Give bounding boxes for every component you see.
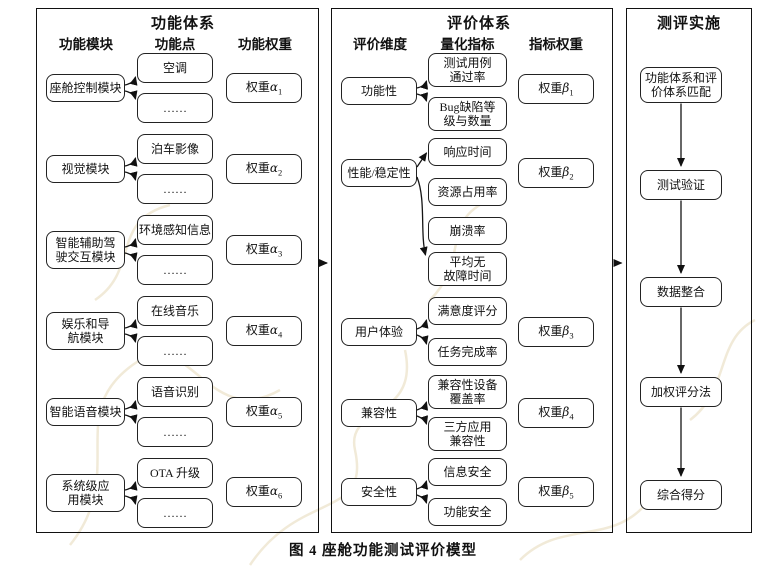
indicator-box-satisfaction-score: 满意度评分 [428,297,507,325]
dimension-box-user-experience: 用户体验 [341,318,417,346]
panel-evaluation-system [331,8,613,533]
indicator-box-test-case-pass-rate: 测试用例 通过率 [428,53,507,87]
point-box-ellipsis: …… [137,417,213,447]
column-header-indicator-weight: 指标权重 [529,37,583,52]
column-header-function-point: 功能点 [154,37,196,52]
module-box-cockpit-control: 座舱控制模块 [46,74,125,102]
evaluation-system-title: 评价体系 [446,16,511,32]
weight-box-beta1: 权重β1 [518,74,594,104]
point-box-ellipsis: …… [137,498,213,528]
dimension-box-compatibility: 兼容性 [341,399,417,427]
weight-box-alpha5: 权重α5 [226,397,302,427]
module-box-intelligent-voice: 智能语音模块 [46,398,125,426]
indicator-box-bug-level-count: Bug缺陷等 级与数量 [428,97,507,131]
module-box-adas-interaction: 智能辅助驾 驶交互模块 [46,231,125,269]
column-header-function-module: 功能模块 [59,37,113,52]
point-box-online-music: 在线音乐 [137,296,213,326]
point-box-environment-perception: 环境感知信息 [137,215,213,245]
weight-box-beta4: 权重β4 [518,398,594,428]
weight-box-alpha1: 权重α1 [226,73,302,103]
column-header-quantitative-indicator: 量化指标 [440,37,495,52]
step-box-weighted-scoring: 加权评分法 [640,377,722,407]
point-box-ellipsis: …… [137,255,213,285]
dimension-box-functionality: 功能性 [341,77,417,105]
weight-box-beta2: 权重β2 [518,158,594,188]
implementation-title: 测评实施 [656,16,721,32]
indicator-box-task-completion-rate: 任务完成率 [428,338,507,366]
weight-box-alpha2: 权重α2 [226,154,302,184]
indicator-box-functional-safety: 功能安全 [428,498,507,526]
step-box-data-integration: 数据整合 [640,277,722,307]
panel-implementation [626,8,752,533]
weight-box-beta3: 权重β3 [518,317,594,347]
column-header-evaluation-dimension: 评价维度 [353,37,407,52]
module-box-entertainment-navigation: 娱乐和导 航模块 [46,312,125,350]
weight-box-beta5: 权重β5 [518,477,594,507]
point-box-parking-camera: 泊车影像 [137,134,213,164]
indicator-box-information-security: 信息安全 [428,458,507,486]
indicator-box-response-time: 响应时间 [428,138,507,166]
step-box-overall-score: 综合得分 [640,480,722,510]
weight-box-alpha4: 权重α4 [226,316,302,346]
dimension-box-performance-stability: 性能/稳定性 [341,159,417,187]
point-box-ellipsis: …… [137,174,213,204]
point-box-ellipsis: …… [137,336,213,366]
figure-caption: 图 4 座舱功能测试评价模型 [289,543,477,559]
weight-box-alpha3: 权重α3 [226,235,302,265]
dimension-box-security: 安全性 [341,478,417,506]
step-box-test-verification: 测试验证 [640,170,722,200]
weight-box-alpha6: 权重α6 [226,477,302,507]
point-box-voice-recognition: 语音识别 [137,377,213,407]
point-box-air-conditioning: 空调 [137,53,213,83]
indicator-box-device-coverage: 兼容性设备 覆盖率 [428,375,507,409]
indicator-box-resource-usage: 资源占用率 [428,178,507,206]
column-header-function-weight: 功能权重 [238,37,292,52]
module-box-vision: 视觉模块 [46,155,125,183]
function-system-title: 功能体系 [150,16,215,32]
point-box-ota-upgrade: OTA 升级 [137,458,213,488]
step-box-system-matching: 功能体系和评 价体系匹配 [640,67,722,103]
indicator-box-mtbf: 平均无 故障时间 [428,252,507,286]
point-box-ellipsis: …… [137,93,213,123]
panel-function-system [36,8,319,533]
indicator-box-crash-rate: 崩溃率 [428,217,507,245]
indicator-box-thirdparty-app-compatibility: 三方应用 兼容性 [428,417,507,451]
module-box-system-level-app: 系统级应 用模块 [46,474,125,512]
